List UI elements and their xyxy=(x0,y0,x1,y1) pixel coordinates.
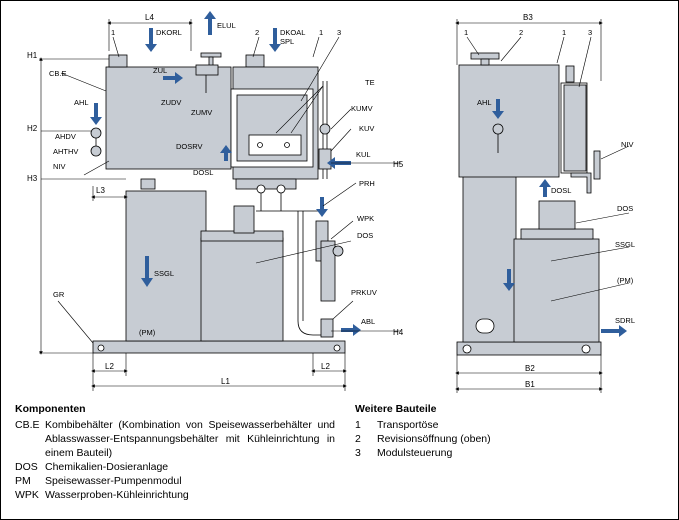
side-dosing-unit xyxy=(538,200,576,230)
legend-item: DOS Chemikalien-Dosieranlage xyxy=(15,461,169,473)
legend2-title: Weitere Bauteile xyxy=(355,403,437,415)
flow-arrows-side xyxy=(492,99,627,337)
legend-components: Komponenten CB.E Kombibehälter (Kombinat… xyxy=(15,402,335,502)
label-KUV: KUV xyxy=(359,124,374,133)
side-pump-module xyxy=(513,238,600,343)
label-DOS: DOS xyxy=(357,231,373,240)
label-L1: L1 xyxy=(221,377,230,386)
front-view xyxy=(90,52,346,354)
label-ZUDV: ZUDV xyxy=(161,98,181,107)
pump-module xyxy=(200,237,284,342)
label-DOSL: DOSL xyxy=(193,168,213,177)
side-text-labels: B3 1 2 1 3 AHL NIV DOSL DOS SSGL (PM) SD… xyxy=(464,13,635,389)
label-ZUL: ZUL xyxy=(153,66,167,75)
front-text-labels: L4 1 DKORL ELUL 2 DKOAL SPL 1 3 H1 CB.E … xyxy=(27,13,404,386)
side-label-NIV: NIV xyxy=(621,140,634,149)
label-GR: GR xyxy=(53,290,65,299)
label-H3: H3 xyxy=(27,174,38,183)
label-NIV: NIV xyxy=(53,162,66,171)
side-label-B3: B3 xyxy=(523,13,533,22)
side-combi-tank xyxy=(458,64,560,178)
label-H5: H5 xyxy=(393,160,404,169)
side-label-2: 2 xyxy=(519,28,523,37)
label-WPK: WPK xyxy=(357,214,374,223)
label-KUMV: KUMV xyxy=(351,104,373,113)
label-AHTHV: AHTHV xyxy=(53,147,78,156)
label-H4: H4 xyxy=(393,328,404,337)
label-AHL: AHL xyxy=(74,98,89,107)
side-base-frame xyxy=(456,341,602,356)
label-ABL: ABL xyxy=(361,317,375,326)
dosing-unit xyxy=(233,205,255,234)
dimensions-side xyxy=(455,19,630,393)
side-label-SSGL: SSGL xyxy=(615,240,635,249)
side-stand xyxy=(462,175,517,343)
label-3: 3 xyxy=(337,28,341,37)
label-PM: (PM) xyxy=(139,328,156,337)
side-label-AHL: AHL xyxy=(477,98,492,107)
side-label-PM: (PM) xyxy=(617,276,634,285)
combi-tank xyxy=(105,66,232,170)
side-label-SDRL: SDRL xyxy=(615,316,635,325)
legend-item: WPK Wasserproben-Kühleinrichtung xyxy=(15,489,189,501)
label-L4: L4 xyxy=(145,13,154,22)
label-DOSRV: DOSRV xyxy=(176,142,203,151)
stand xyxy=(125,190,207,342)
side-label-B1: B1 xyxy=(525,380,535,389)
side-label-DOS: DOS xyxy=(617,204,633,213)
side-label-B2: B2 xyxy=(525,364,535,373)
label-SSGL: SSGL xyxy=(154,269,174,278)
label-PRH: PRH xyxy=(359,179,375,188)
side-view xyxy=(456,52,602,356)
dimensions-front xyxy=(39,19,401,391)
label-H1: H1 xyxy=(27,51,38,60)
base-frame xyxy=(92,340,346,354)
legend-other-parts: Weitere Bauteile 1 Transportöse 2 Revisi… xyxy=(355,402,555,460)
label-TE: TE xyxy=(365,78,375,87)
side-label-3: 3 xyxy=(588,28,592,37)
legend-title: Komponenten xyxy=(15,403,86,415)
side-label-1a: 1 xyxy=(464,28,468,37)
label-ZUMV: ZUMV xyxy=(191,108,212,117)
label-KUL: KUL xyxy=(356,150,371,159)
legend2-item: 1 Transportöse xyxy=(355,419,439,431)
label-1a: 1 xyxy=(111,28,115,37)
label-ELUL: ELUL xyxy=(217,21,236,30)
label-H2: H2 xyxy=(27,124,38,133)
legend-item: PM Speisewasser-Pumpenmodul xyxy=(15,475,182,487)
label-DKOAL: DKOAL xyxy=(280,28,305,37)
legend2-item: 3 Modulsteuerung xyxy=(355,447,453,459)
technical-drawing: L4 1 DKORL ELUL 2 DKOAL SPL 1 3 H1 CB.E … xyxy=(27,11,635,393)
label-SPL: SPL xyxy=(280,37,294,46)
legend-item: CB.E Kombibehälter (Kombination von Spei… xyxy=(15,419,335,459)
side-label-1b: 1 xyxy=(562,28,566,37)
label-L2a: L2 xyxy=(105,362,114,371)
label-L2b: L2 xyxy=(321,362,330,371)
label-DKORL: DKORL xyxy=(156,28,182,37)
label-2: 2 xyxy=(255,28,259,37)
label-PRKUV: PRKUV xyxy=(351,288,377,297)
label-CBE: CB.E xyxy=(49,69,67,78)
label-L3: L3 xyxy=(96,186,105,195)
label-AHDV: AHDV xyxy=(55,132,76,141)
side-label-DOSL: DOSL xyxy=(551,186,571,195)
label-1b: 1 xyxy=(319,28,323,37)
legend2-item: 2 Revisionsöffnung (oben) xyxy=(355,433,491,445)
